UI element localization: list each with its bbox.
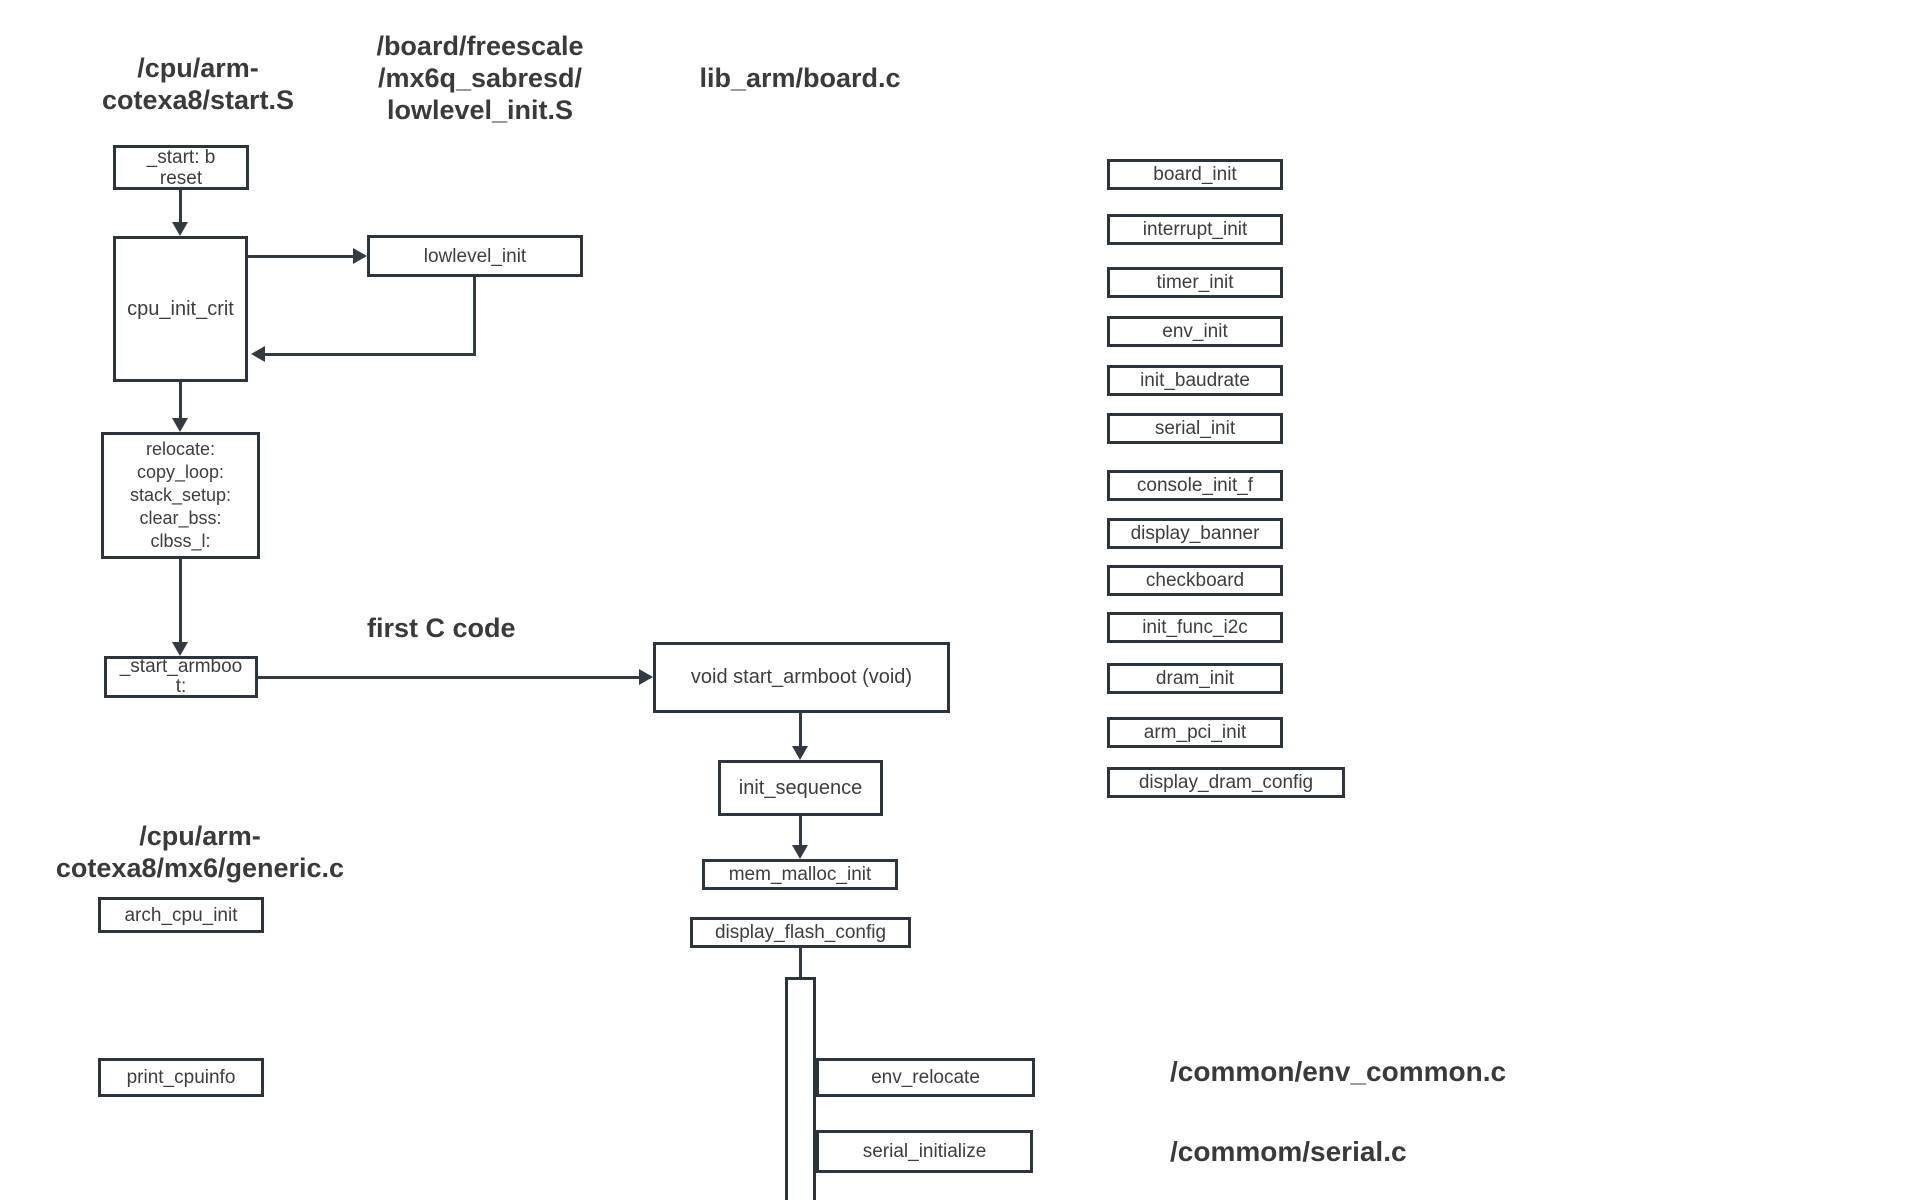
connector-void-start-armboot-to-init-sequence <box>799 713 802 746</box>
flow-box-relocate: relocate: copy_loop: stack_setup: clear_… <box>101 432 260 559</box>
box-label: env_init <box>1162 321 1228 342</box>
arrowhead-down-icon <box>792 746 808 760</box>
heading-line: /commom/serial.c <box>1170 1136 1407 1167</box>
heading-line: /board/freescale <box>376 31 584 61</box>
box-label: timer_init <box>1156 272 1234 293</box>
init-seq-box-display-dram-config: display_dram_config <box>1107 767 1345 798</box>
connector-cpu-init-crit-to-lowlevel-init <box>248 255 355 258</box>
flow-box-arch-cpu-init: arch_cpu_init <box>98 897 264 933</box>
heading-mx6-generic-c: /cpu/arm- cotexa8/mx6/generic.c <box>18 820 382 884</box>
connector-lowlevel-init-return-vertical <box>473 277 476 356</box>
connector-lowlevel-init-return-horizontal <box>263 353 476 356</box>
arrowhead-down-icon <box>172 418 188 432</box>
init-seq-box-display-banner: display_banner <box>1107 518 1283 549</box>
box-label: void start_armboot (void) <box>690 666 913 688</box>
arrowhead-right-icon <box>639 669 653 685</box>
init-seq-box-timer-init: timer_init <box>1107 267 1283 298</box>
box-label: mem_malloc_init <box>728 864 872 885</box>
box-label: stack_setup: <box>129 485 232 505</box>
box-label: init_sequence <box>738 776 863 799</box>
arrowhead-down-icon <box>172 642 188 656</box>
flow-box-mem-malloc-init: mem_malloc_init <box>702 859 898 890</box>
flow-box-start-armboot: _start_armboo t: <box>104 656 258 698</box>
connector-display-flash-config-to-activation-bar <box>799 947 802 977</box>
heading-line: cotexa8/start.S <box>101 85 295 115</box>
box-label: reset <box>159 167 203 189</box>
init-seq-box-dram-init: dram_init <box>1107 663 1283 694</box>
box-label: board_init <box>1153 164 1237 185</box>
heading-env-common-c: /common/env_common.c <box>1170 1056 1506 1088</box>
box-label: serial_initialize <box>862 1141 987 1162</box>
init-seq-box-serial-init: serial_init <box>1107 413 1283 444</box>
heading-line: cotexa8/mx6/generic.c <box>55 853 345 883</box>
box-label: clear_bss: <box>139 508 222 528</box>
connector-init-sequence-to-mem-malloc-init <box>799 816 802 845</box>
box-label: display_banner <box>1130 523 1260 544</box>
box-label: print_cpuinfo <box>126 1067 236 1088</box>
heading-lib-arm-board-c: lib_arm/board.c <box>660 62 940 94</box>
heading-line: lib_arm/board.c <box>699 63 901 93</box>
box-label: console_init_f <box>1136 475 1254 496</box>
init-seq-box-console-init-f: console_init_f <box>1107 470 1283 501</box>
flow-box-lowlevel-init: lowlevel_init <box>367 235 583 277</box>
heading-board-lowlevel-init-s: /board/freescale /mx6q_sabresd/ lowlevel… <box>355 30 605 126</box>
init-seq-box-init-func-i2c: init_func_i2c <box>1107 612 1283 643</box>
box-label: clbss_l: <box>150 531 211 551</box>
box-label: _start_armboo <box>119 656 243 677</box>
annotation-first-c-code: first C code <box>367 612 516 644</box>
flow-box-void-start-armboot: void start_armboot (void) <box>653 642 950 713</box>
heading-line: /cpu/arm- <box>137 53 259 83</box>
connector-start-to-cpu-init-crit <box>179 190 182 224</box>
box-label: copy_loop: <box>136 462 225 482</box>
box-label: display_flash_config <box>714 922 887 943</box>
heading-serial-c: /commom/serial.c <box>1170 1136 1407 1168</box>
heading-line: lowlevel_init.S <box>386 95 574 125</box>
init-seq-box-init-baudrate: init_baudrate <box>1107 365 1283 396</box>
box-label: env_relocate <box>871 1067 980 1088</box>
connector-start-armboot-to-void-start-armboot <box>258 676 639 679</box>
arrowhead-right-icon <box>353 248 367 264</box>
box-label: arm_pci_init <box>1143 722 1247 743</box>
init-seq-box-checkboard: checkboard <box>1107 565 1283 596</box>
annotation-text: first C code <box>367 613 516 643</box>
flow-box-cpu-init-crit: cpu_init_crit <box>113 236 248 382</box>
flow-box-env-relocate: env_relocate <box>816 1058 1035 1097</box>
connector-cpu-init-crit-to-relocate <box>179 382 182 418</box>
heading-line: /mx6q_sabresd/ <box>377 63 583 93</box>
connector-relocate-to-start-armboot <box>179 559 182 642</box>
arrowhead-down-icon <box>792 845 808 859</box>
box-label: cpu_init_crit <box>127 297 234 320</box>
flow-box-serial-initialize: serial_initialize <box>816 1130 1033 1173</box>
init-seq-box-env-init: env_init <box>1107 316 1283 347</box>
heading-line: /cpu/arm- <box>139 821 261 851</box>
box-label: arch_cpu_init <box>124 904 238 926</box>
box-label: init_baudrate <box>1140 370 1250 391</box>
activation-bar <box>785 977 816 1200</box>
box-label: dram_init <box>1155 668 1235 689</box>
flow-box-print-cpuinfo: print_cpuinfo <box>98 1058 264 1097</box>
box-label: checkboard <box>1145 570 1245 591</box>
box-label: init_func_i2c <box>1142 617 1248 638</box>
arrowhead-left-icon <box>251 346 265 362</box>
init-seq-box-interrupt-init: interrupt_init <box>1107 214 1283 245</box>
heading-line: /common/env_common.c <box>1170 1056 1507 1087</box>
init-seq-box-board-init: board_init <box>1107 159 1283 190</box>
arrowhead-down-icon <box>172 222 188 236</box>
box-label: interrupt_init <box>1142 219 1248 240</box>
box-label: _start: b <box>146 146 216 168</box>
flow-box-display-flash-config: display_flash_config <box>690 917 911 948</box>
flow-box-start-reset: _start: b reset <box>113 145 249 190</box>
box-label: relocate: <box>145 439 216 459</box>
flow-box-init-sequence: init_sequence <box>718 760 883 816</box>
box-label: serial_init <box>1154 418 1236 439</box>
init-seq-box-arm-pci-init: arm_pci_init <box>1107 717 1283 748</box>
heading-cpu-start-s: /cpu/arm- cotexa8/start.S <box>58 52 338 116</box>
box-label: display_dram_config <box>1138 772 1314 793</box>
box-label: t: <box>175 676 187 697</box>
box-label: lowlevel_init <box>423 245 527 267</box>
